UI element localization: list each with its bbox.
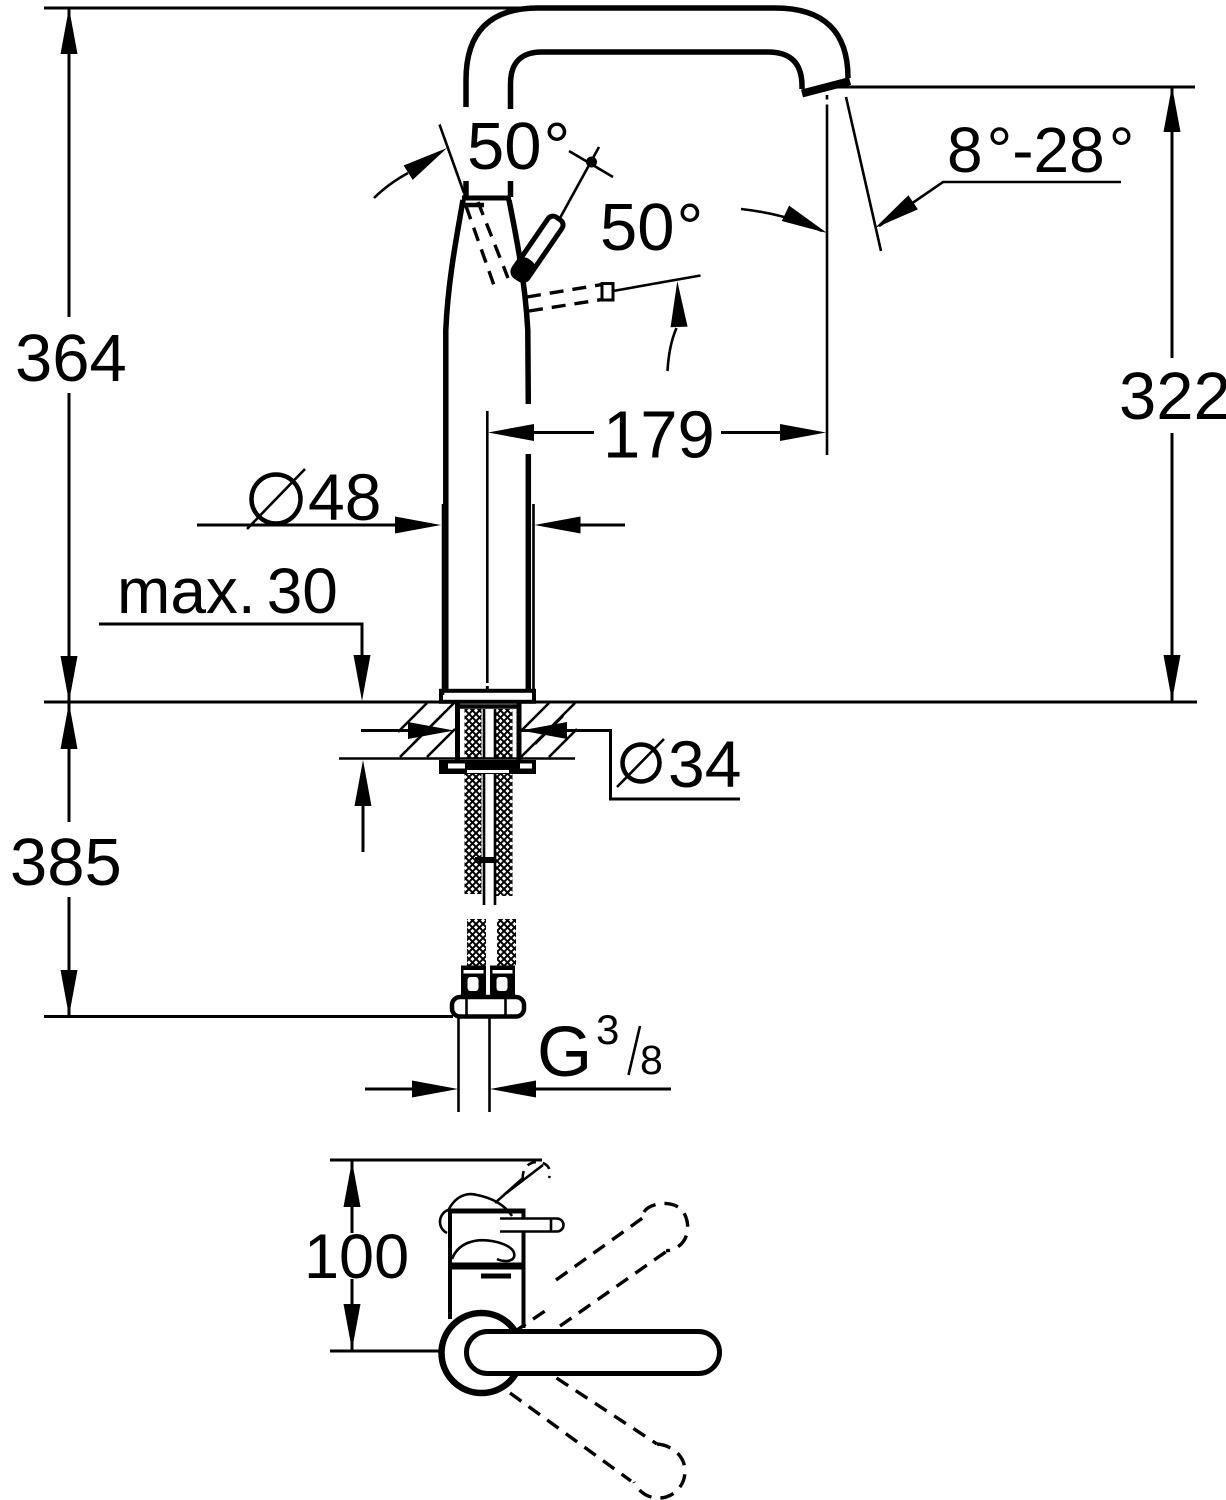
svg-text:max.30: max.30 <box>117 555 338 627</box>
svg-text:G: G <box>537 1013 592 1092</box>
svg-text:322: 322 <box>1119 359 1226 434</box>
svg-text:48: 48 <box>308 460 381 534</box>
svg-text:8: 8 <box>640 1037 663 1083</box>
svg-text:8°-28°: 8°-28° <box>947 114 1134 186</box>
svg-text:3: 3 <box>596 1006 619 1053</box>
svg-text:100: 100 <box>304 1222 409 1292</box>
svg-text:385: 385 <box>10 825 122 900</box>
svg-text:179: 179 <box>603 398 715 473</box>
svg-text:34: 34 <box>668 727 741 801</box>
svg-text:364: 364 <box>15 321 127 396</box>
svg-text:50°: 50° <box>467 109 570 184</box>
svg-text:50°: 50° <box>600 190 703 265</box>
